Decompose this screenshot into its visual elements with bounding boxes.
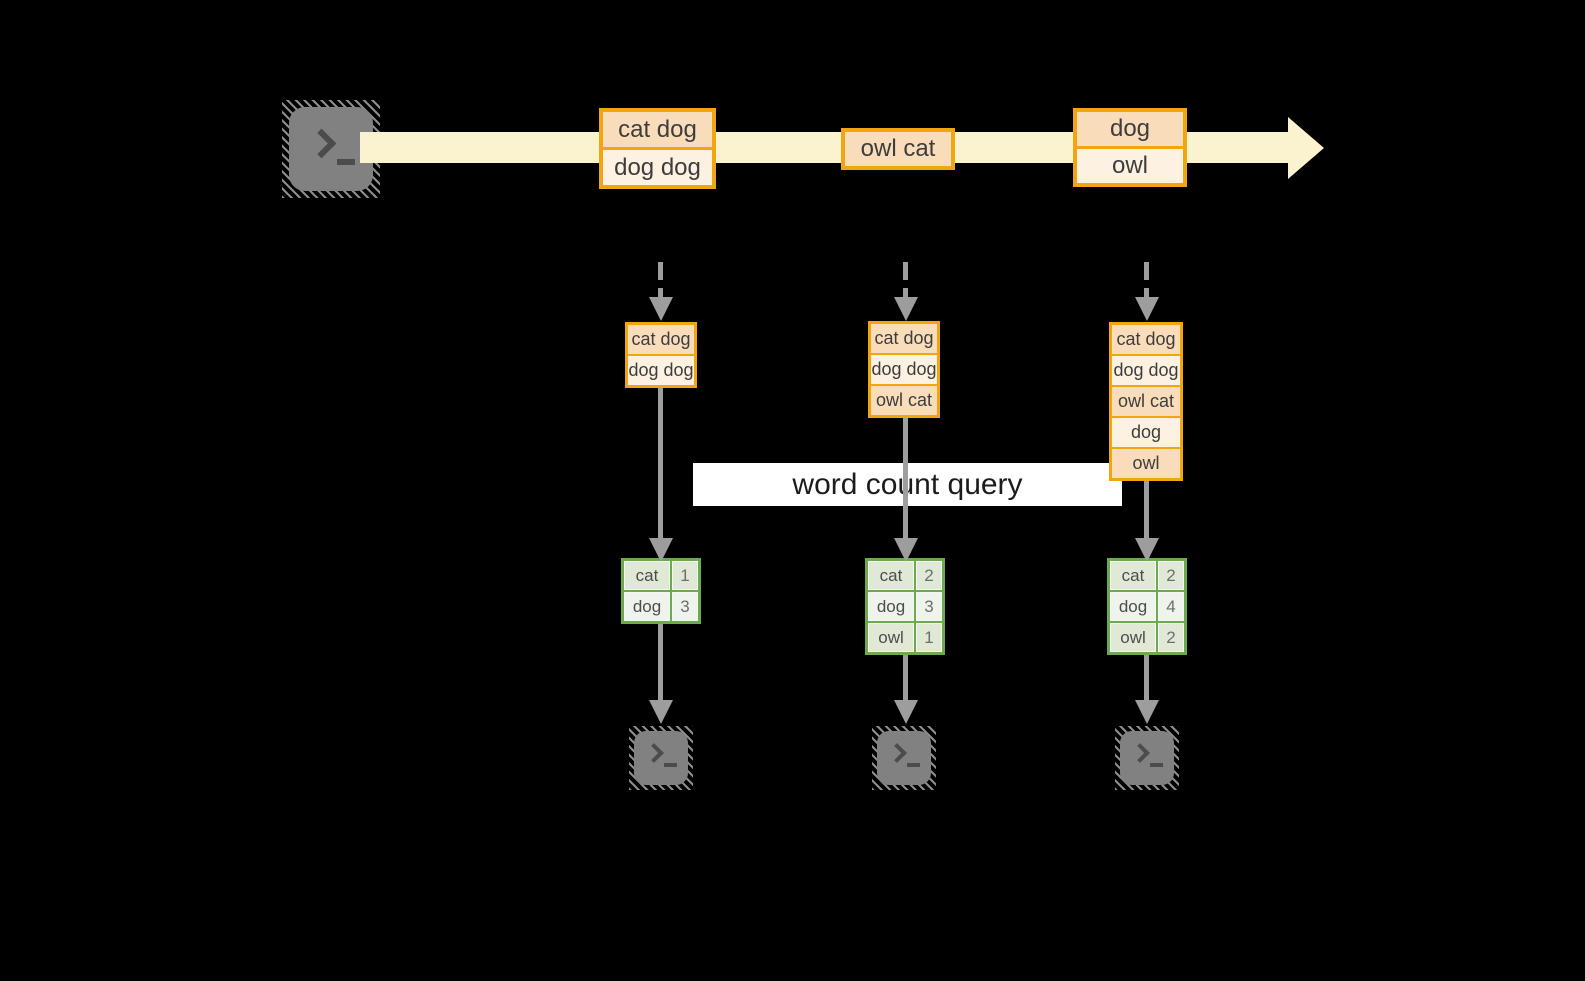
arrowhead-down-icon bbox=[894, 700, 918, 724]
batch-row: cat dog bbox=[628, 325, 694, 354]
word-cell: dog bbox=[624, 592, 670, 621]
prompt-chevron-icon bbox=[644, 743, 664, 763]
terminal-icon bbox=[872, 726, 936, 790]
batch-row: dog dog bbox=[871, 355, 937, 384]
prompt-cursor-icon bbox=[337, 159, 355, 165]
terminal-icon bbox=[629, 726, 693, 790]
arrow-line bbox=[658, 388, 663, 540]
terminal-screen bbox=[1120, 731, 1174, 785]
dashed-arrow-line bbox=[1144, 262, 1149, 298]
stream-batch-1: cat dog dog dog bbox=[599, 108, 716, 189]
count-cell: 2 bbox=[1158, 561, 1184, 590]
stream-arrowhead-icon bbox=[1288, 117, 1324, 179]
stream-message: cat dog bbox=[603, 112, 712, 147]
microbatch-stack-2: cat dog dog dog owl cat bbox=[868, 321, 940, 418]
wordcount-table-3: cat 2 dog 4 owl 2 bbox=[1107, 558, 1187, 655]
stream-batch-3: dog owl bbox=[1073, 108, 1187, 187]
count-cell: 3 bbox=[916, 592, 942, 621]
count-cell: 2 bbox=[916, 561, 942, 590]
arrowhead-down-icon bbox=[1135, 700, 1159, 724]
word-cell: owl bbox=[868, 623, 914, 652]
prompt-cursor-icon bbox=[907, 763, 920, 767]
microbatch-stack-1: cat dog dog dog bbox=[625, 322, 697, 388]
stream-message: owl bbox=[1077, 149, 1183, 183]
batch-row: cat dog bbox=[1112, 325, 1180, 354]
arrow-line bbox=[1144, 481, 1149, 540]
prompt-chevron-icon bbox=[1130, 743, 1150, 763]
word-cell: dog bbox=[868, 592, 914, 621]
arrow-line bbox=[1144, 655, 1149, 702]
arrowhead-down-icon bbox=[894, 538, 918, 562]
batch-row: owl cat bbox=[871, 386, 937, 415]
terminal-icon bbox=[1115, 726, 1179, 790]
prompt-cursor-icon bbox=[664, 763, 677, 767]
word-cell: owl bbox=[1110, 623, 1156, 652]
prompt-chevron-icon bbox=[306, 128, 337, 159]
arrow-line bbox=[903, 655, 908, 702]
arrowhead-down-icon bbox=[649, 538, 673, 562]
stream-message: owl cat bbox=[845, 132, 951, 166]
terminal-screen bbox=[289, 107, 373, 191]
arrowhead-down-icon bbox=[649, 700, 673, 724]
prompt-cursor-icon bbox=[1150, 763, 1163, 767]
batch-row: dog bbox=[1112, 418, 1180, 447]
batch-row: dog dog bbox=[1112, 356, 1180, 385]
word-cell: cat bbox=[868, 561, 914, 590]
arrowhead-down-icon bbox=[1135, 538, 1159, 562]
wordcount-table-1: cat 1 dog 3 bbox=[621, 558, 701, 624]
word-cell: dog bbox=[1110, 592, 1156, 621]
count-cell: 1 bbox=[672, 561, 698, 590]
batch-row: owl bbox=[1112, 449, 1180, 478]
stream-message: dog dog bbox=[603, 150, 712, 185]
dashed-arrow-line bbox=[903, 262, 908, 298]
count-cell: 2 bbox=[1158, 623, 1184, 652]
word-cell: cat bbox=[624, 561, 670, 590]
batch-row: owl cat bbox=[1112, 387, 1180, 416]
arrow-line bbox=[903, 418, 908, 540]
stream-message: dog bbox=[1077, 112, 1183, 146]
count-cell: 1 bbox=[916, 623, 942, 652]
batch-row: dog dog bbox=[628, 356, 694, 385]
arrowhead-down-icon bbox=[894, 297, 918, 321]
microbatch-stack-3: cat dog dog dog owl cat dog owl bbox=[1109, 322, 1183, 481]
arrow-line bbox=[658, 624, 663, 702]
arrowhead-down-icon bbox=[649, 297, 673, 321]
terminal-screen bbox=[877, 731, 931, 785]
batch-row: cat dog bbox=[871, 324, 937, 353]
stream-batch-2: owl cat bbox=[841, 128, 955, 170]
wordcount-table-2: cat 2 dog 3 owl 1 bbox=[865, 558, 945, 655]
word-cell: cat bbox=[1110, 561, 1156, 590]
count-cell: 3 bbox=[672, 592, 698, 621]
dashed-arrow-line bbox=[658, 262, 663, 298]
prompt-chevron-icon bbox=[887, 743, 907, 763]
arrowhead-down-icon bbox=[1135, 297, 1159, 321]
count-cell: 4 bbox=[1158, 592, 1184, 621]
terminal-screen bbox=[634, 731, 688, 785]
